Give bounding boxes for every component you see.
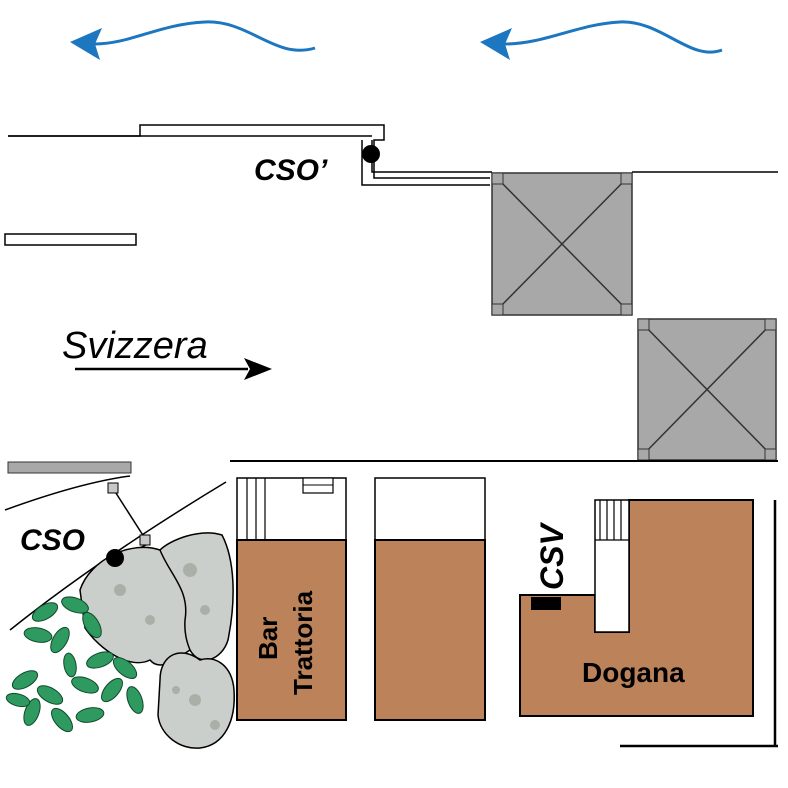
building-bar-trattoria — [236, 477, 347, 721]
arrow-right-icon — [75, 358, 272, 380]
station-label-top: CSO’ — [254, 154, 328, 187]
station-label-right: CSV — [534, 522, 570, 590]
building-label-trattoria: Trattoria — [288, 590, 318, 695]
direction-label: Svizzera — [62, 325, 208, 367]
road-curb-slab — [7, 461, 132, 474]
station-marker-csv — [531, 597, 561, 610]
canopy-roof-lower — [637, 318, 777, 461]
road-edge-top — [8, 124, 778, 186]
flow-arrow-left-icon — [70, 20, 316, 60]
filled-circle-icon — [106, 549, 124, 567]
filled-circle-icon — [362, 145, 380, 163]
station-label-left: CSO — [20, 524, 85, 557]
building-label-bar: Bar — [253, 617, 283, 660]
foliage-bushes — [5, 596, 144, 733]
building-middle — [374, 477, 486, 721]
canopy-roof-upper — [491, 172, 633, 316]
flow-arrow-right-icon — [480, 20, 723, 60]
building-label-dogana: Dogana — [582, 657, 685, 688]
building-dogana — [519, 499, 754, 717]
sidewalk-slab — [4, 233, 137, 246]
boundary-line-right — [620, 500, 778, 748]
